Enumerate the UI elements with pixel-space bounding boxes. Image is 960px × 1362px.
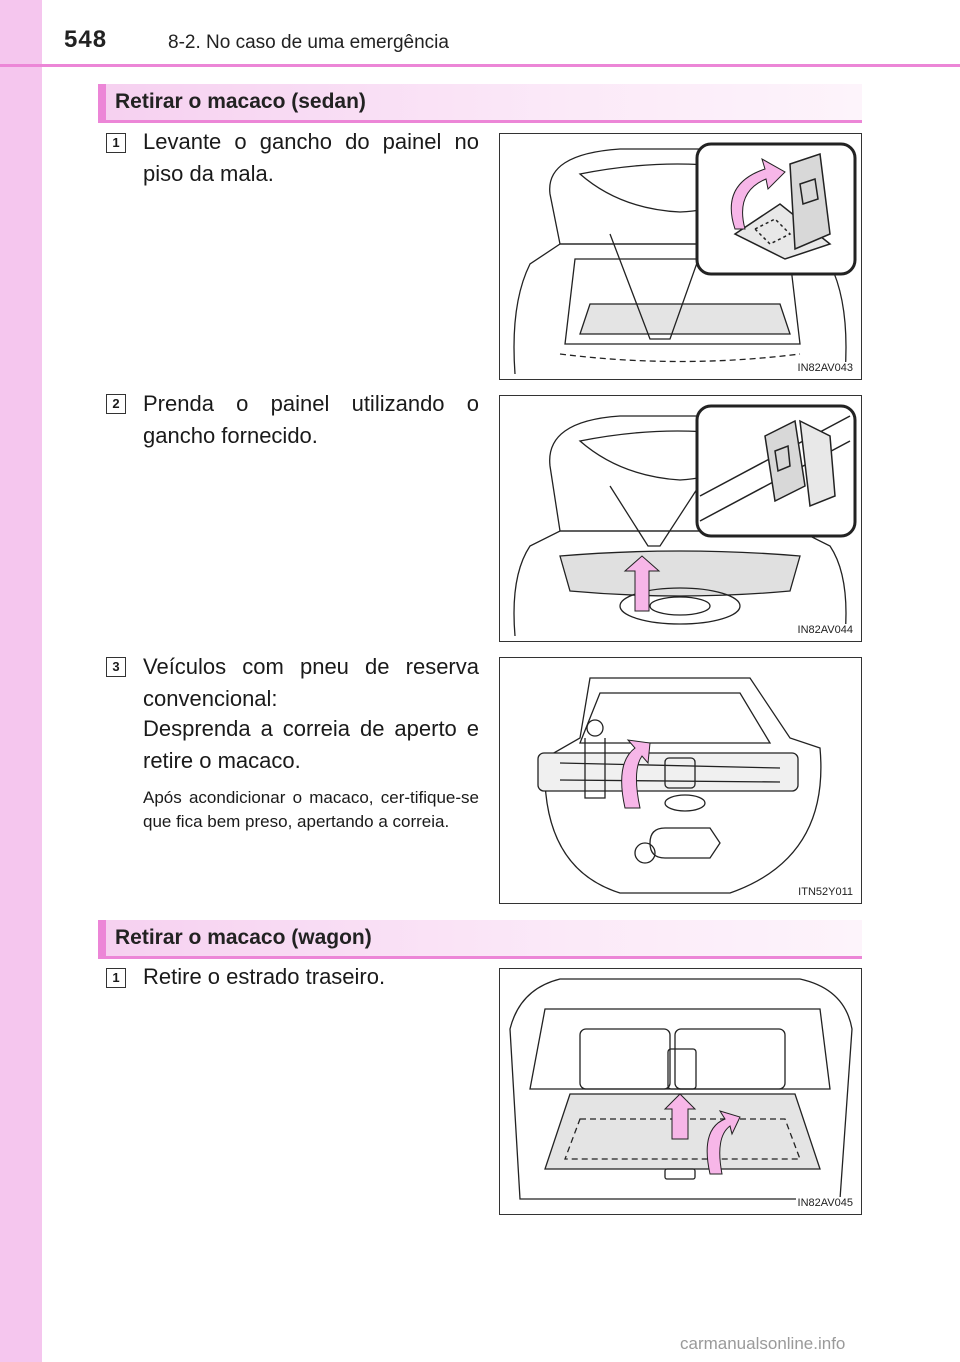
header-divider <box>0 64 960 67</box>
side-thumb-band <box>0 0 42 1362</box>
step-note: Após acondicionar o macaco, cer-tifique-… <box>143 788 479 831</box>
figure-jack-compartment: ITN52Y011 <box>499 657 862 904</box>
section-accent <box>98 920 106 956</box>
section-accent <box>98 84 106 120</box>
step-text: Levante o gancho do painel no piso da ma… <box>143 129 479 186</box>
step-text: Veículos com pneu de reserva convenciona… <box>143 654 479 711</box>
figure-code: IN82AV044 <box>795 624 855 636</box>
section-header-sedan: Retirar o macaco (sedan) <box>98 84 862 123</box>
figure-code: IN82AV045 <box>795 1197 855 1209</box>
step-number: 3 <box>106 657 126 677</box>
step-text: Retire o estrado traseiro. <box>143 964 386 989</box>
figure-sedan-panel-secured: IN82AV044 <box>499 395 862 642</box>
figure-wagon-deck-board: IN82AV045 <box>499 968 862 1215</box>
step-number: 1 <box>106 133 126 153</box>
step-text: Desprenda a correia de aperto e retire o… <box>143 716 479 773</box>
page-number: 548 <box>64 26 108 53</box>
section-title: Retirar o macaco (sedan) <box>115 90 366 113</box>
figure-code: IN82AV043 <box>795 362 855 374</box>
section-title: Retirar o macaco (wagon) <box>115 926 372 949</box>
watermark: carmanualsonline.info <box>680 1334 846 1353</box>
step-number: 1 <box>106 968 126 988</box>
section-header-wagon: Retirar o macaco (wagon) <box>98 920 862 959</box>
step-number: 2 <box>106 394 126 414</box>
figure-sedan-trunk-hook: IN82AV043 <box>499 133 862 380</box>
step-text: Prenda o painel utilizando o gancho forn… <box>143 391 479 448</box>
chapter-title: 8-2. No caso de uma emergência <box>168 32 449 53</box>
figure-code: ITN52Y011 <box>796 886 855 898</box>
